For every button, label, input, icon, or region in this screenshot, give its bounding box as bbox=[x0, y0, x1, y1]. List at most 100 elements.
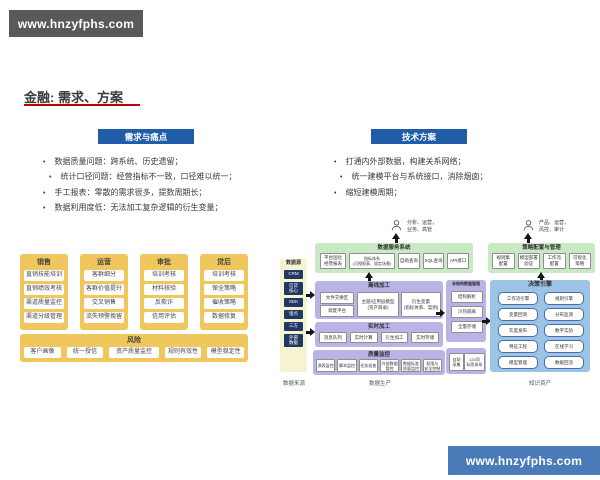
data-service-panel: 数据服务系统 平台固化 经营报表 指标体系 (可视报表、固定场景) 自助查询 S… bbox=[315, 243, 473, 273]
strategy-panel: 策略配置与管理 规则集 配置 模型部署 验证 工作流 配置 可视化 策略 bbox=[488, 243, 595, 273]
title-underline bbox=[24, 104, 140, 106]
offline-processing-panel: 离线加工 文件交换区 调度平台 主题/应用层模型 (资产目录) 衍生变量 (指标… bbox=[315, 281, 443, 319]
arrow-right-icon bbox=[306, 328, 315, 336]
decision-item: 数据回流 bbox=[544, 356, 584, 369]
service-item: 指标体系 (可视报表、固定场景) bbox=[349, 253, 395, 269]
business-map: 销售 直销技能培训 直销绩效考核 渠道质量监控 渠道分级管理 运营 客群细分 客… bbox=[20, 254, 248, 330]
bullet-icon: • bbox=[43, 190, 46, 197]
bizmap-item: 数据修复 bbox=[204, 312, 244, 323]
arrow-up-icon bbox=[365, 272, 373, 282]
user-roles-left: 分析、运营， 业务、高管 bbox=[407, 220, 438, 233]
unstruct-item: 全量存储 bbox=[451, 321, 483, 333]
pain-bullet: •手工报表：零散的需求很多，提数周期长； bbox=[43, 188, 207, 197]
source-item: SDK bbox=[284, 297, 303, 307]
unstruct-item: 冷热隔离 bbox=[451, 306, 483, 318]
bullet-icon: • bbox=[43, 159, 46, 166]
decision-item: 工作流引擎 bbox=[498, 292, 538, 305]
realtime-processing-panel: 实时加工 消息队列 实时计算 衍生加工 实时存储 bbox=[315, 322, 443, 347]
quality-item: 脚本监控 bbox=[337, 359, 357, 372]
bizmap-item: 培训考核 bbox=[204, 270, 244, 281]
bizmap-item: 渠道分级管理 bbox=[24, 312, 64, 323]
tag-item: 自助 采集 bbox=[449, 353, 464, 371]
bizmap-item: 客群细分 bbox=[84, 270, 124, 281]
bizmap-item: 培训考核 bbox=[144, 270, 184, 281]
caption-knowledge-assets: 知识资产 bbox=[528, 381, 551, 387]
offline-item: 主题/应用层模型 (资产目录) bbox=[357, 292, 399, 317]
pain-bullet: •数据质量问题：跨系统、历史遗留； bbox=[43, 157, 183, 166]
strategy-item: 模型部署 验证 bbox=[517, 253, 540, 269]
realtime-item: 消息队列 bbox=[319, 332, 347, 343]
panel-title: 决策引擎 bbox=[527, 282, 552, 288]
risk-item: 模型稳定性 bbox=[207, 347, 245, 358]
watermark-top: www.hnzyfphs.com bbox=[9, 10, 143, 37]
arrow-up-icon bbox=[392, 233, 400, 243]
bullet-icon: • bbox=[334, 159, 337, 166]
user-roles-right: 产品、运营， 风控、审计 bbox=[539, 220, 570, 233]
bizmap-column-operations: 运营 客群细分 客群价值提升 交叉销售 流失预警挽留 bbox=[80, 254, 128, 330]
arrow-up-icon bbox=[524, 233, 532, 243]
pain-bullet: •数据利用度低：无法加工复杂逻辑的衍生变量； bbox=[43, 203, 223, 212]
bizmap-item: 客群价值提升 bbox=[84, 284, 124, 295]
bizmap-item: 反欺诈 bbox=[144, 298, 184, 309]
arrow-right-icon bbox=[436, 309, 445, 317]
decision-item: 在线学习 bbox=[544, 340, 584, 353]
bizmap-item: 流失预警挽留 bbox=[84, 312, 124, 323]
bizmap-item: 直销绩效考核 bbox=[24, 284, 64, 295]
quality-monitoring-panel: 质量监控 源表监控 脚本监控 任务巡查 外部数据 管控 数据标准 质量监控 权限… bbox=[313, 350, 445, 375]
column-title: 审批 bbox=[157, 259, 171, 266]
source-item: 信贷 核心 bbox=[284, 281, 303, 295]
bizmap-item: 保全策略 bbox=[204, 284, 244, 295]
caption-data-source: 数据来源 bbox=[282, 381, 305, 387]
panel-title: 实时加工 bbox=[367, 324, 390, 330]
bizmap-column-postloan: 贷后 培训考核 保全策略 催收策略 数据修复 bbox=[200, 254, 248, 330]
bullet-icon: • bbox=[49, 174, 52, 181]
realtime-item: 实时计算 bbox=[349, 332, 378, 343]
panel-title: 离线加工 bbox=[367, 283, 390, 289]
arrow-right-icon bbox=[482, 317, 491, 325]
user-icon bbox=[523, 220, 534, 231]
risk-item: 统一授信 bbox=[66, 347, 104, 358]
user-icon bbox=[391, 220, 402, 231]
quality-item: 外部数据 管控 bbox=[379, 359, 400, 372]
bullet-icon: • bbox=[334, 190, 337, 197]
arrow-right-icon bbox=[306, 291, 315, 299]
tag-assets-panel: 自助 采集 120项 标签体系 bbox=[446, 348, 486, 374]
strategy-item: 可视化 策略 bbox=[568, 253, 591, 269]
realtime-item: 衍生加工 bbox=[380, 332, 409, 343]
panel-title: 质量监控 bbox=[367, 352, 390, 358]
source-item: 三方 bbox=[284, 321, 303, 331]
bullet-icon: • bbox=[340, 174, 343, 181]
caption-data-production: 数据生产 bbox=[368, 381, 391, 387]
bizmap-item: 直销技能培训 bbox=[24, 270, 64, 281]
tag-item: 120项 标签体系 bbox=[464, 353, 485, 371]
bizmap-column-sales: 销售 直销技能培训 直销绩效考核 渠道质量监控 渠道分级管理 bbox=[20, 254, 68, 330]
solution-bullet: •缩短建模周期； bbox=[334, 188, 402, 197]
quality-item: 源表监控 bbox=[316, 359, 336, 372]
column-title: 贷后 bbox=[217, 259, 231, 266]
quality-item: 数据标准 质量监控 bbox=[401, 359, 421, 372]
panel-title: 数据服务系统 bbox=[377, 245, 411, 251]
service-item: 自助查询 bbox=[398, 253, 420, 269]
page-title: 金融: 需求、方案 bbox=[24, 90, 123, 105]
risk-item: 资产质量监控 bbox=[109, 347, 159, 358]
decision-item: 灰度发布 bbox=[498, 324, 538, 337]
bullet-icon: • bbox=[43, 205, 46, 212]
bizmap-item: 渠道质量监控 bbox=[24, 298, 64, 309]
bizmap-column-approval: 审批 培训考核 材料核验 反欺诈 信用评估 bbox=[140, 254, 188, 330]
panel-title: 非结构数据管理 bbox=[452, 281, 480, 286]
watermark-bottom: www.hnzyfphs.com bbox=[448, 446, 600, 475]
risk-item: 客户画像 bbox=[24, 347, 61, 358]
unstructured-data-panel: 非结构数据管理 结构解析 冷热隔离 全量存储 bbox=[446, 280, 486, 342]
bizmap-item: 信用评估 bbox=[144, 312, 184, 323]
offline-item: 衍生变量 (指标体系、案例) bbox=[401, 292, 441, 317]
decision-engine-panel: 决策引擎 工作流引擎 规则引擎 变量回测 分布监测 灰度发布 数字实验 特征工程… bbox=[490, 280, 590, 372]
service-item: API接口 bbox=[447, 253, 470, 269]
service-item: 平台固化 经营报表 bbox=[320, 253, 346, 269]
bizmap-item: 材料核验 bbox=[144, 284, 184, 295]
data-source-strip: 数据源 CRM 信贷 核心 SDK 埋点 三方 外部 数据 bbox=[280, 259, 307, 372]
solution-section-header: 技术方案 bbox=[371, 129, 467, 144]
source-item: 埋点 bbox=[284, 309, 303, 319]
source-item: CRM bbox=[284, 269, 303, 279]
decision-item: 模型管理 bbox=[498, 356, 538, 369]
